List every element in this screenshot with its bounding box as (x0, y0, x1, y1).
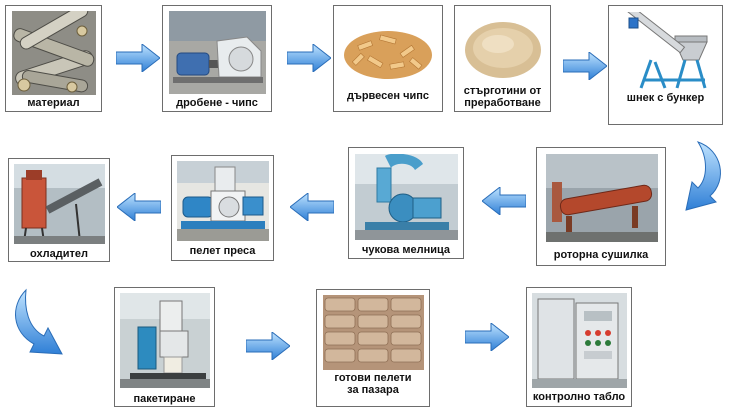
step-label: пакетиране (133, 393, 196, 405)
step-label: контролно табло (532, 391, 626, 403)
step-label: материал (27, 97, 80, 109)
step-label: роторна сушилка (553, 249, 649, 261)
hammer-mill-image (355, 154, 458, 240)
step-label: дървесен чипс (346, 90, 429, 102)
step-control-panel: контролно табло (526, 287, 632, 407)
step-screw-hopper: шнек с бункер (608, 5, 723, 125)
arrow-left-icon (290, 193, 334, 221)
control-cabinet-image (532, 293, 627, 388)
step-cooler: охладител (8, 158, 110, 262)
curved-arrow-down-icon (678, 140, 726, 214)
step-pellet-press: пелет преса (171, 155, 274, 261)
step-hammer-mill: чукова мелница (348, 147, 464, 259)
step-label-line-2: за пазара (347, 384, 399, 396)
step-packaging: пакетиране (114, 287, 215, 407)
step-wood-chips: дървесен чипс (333, 5, 443, 112)
step-material: материал (5, 5, 102, 112)
pellet-bags-image (323, 295, 424, 370)
crusher-image (169, 11, 266, 94)
curved-arrow-down-icon (8, 288, 64, 362)
step-label: дробене - чипс (176, 97, 258, 109)
step-finished-pellets: готови пелети за пазара (316, 289, 430, 407)
arrow-right-icon (465, 323, 509, 351)
logs-image (12, 11, 96, 95)
step-label-line-1: готови пелети (334, 372, 412, 384)
arrow-left-icon (482, 187, 526, 215)
step-rotary-dryer: роторна сушилка (536, 147, 666, 266)
step-label: охладител (30, 248, 88, 260)
arrow-left-icon (117, 193, 161, 221)
rotary-dryer-image (546, 154, 658, 242)
arrow-right-icon (246, 332, 290, 360)
arrow-right-icon (563, 52, 607, 80)
pellet-press-image (177, 161, 269, 241)
cooler-image (14, 164, 105, 244)
screw-conveyor-image (615, 12, 717, 90)
arrow-right-icon (116, 44, 160, 72)
step-label-line-1: стърготини от (463, 85, 542, 97)
step-crushing: дробене - чипс (162, 5, 272, 112)
step-label: шнек с бункер (626, 92, 705, 104)
sawdust-image (460, 10, 546, 82)
step-label: пелет преса (189, 245, 256, 257)
step-sawdust: стърготини от преработване (454, 5, 551, 112)
wood-chips-image (340, 13, 437, 85)
step-label-line-2: преработване (464, 97, 541, 109)
packaging-machine-image (120, 293, 210, 388)
arrow-right-icon (287, 44, 331, 72)
step-label: чукова мелница (361, 244, 451, 256)
